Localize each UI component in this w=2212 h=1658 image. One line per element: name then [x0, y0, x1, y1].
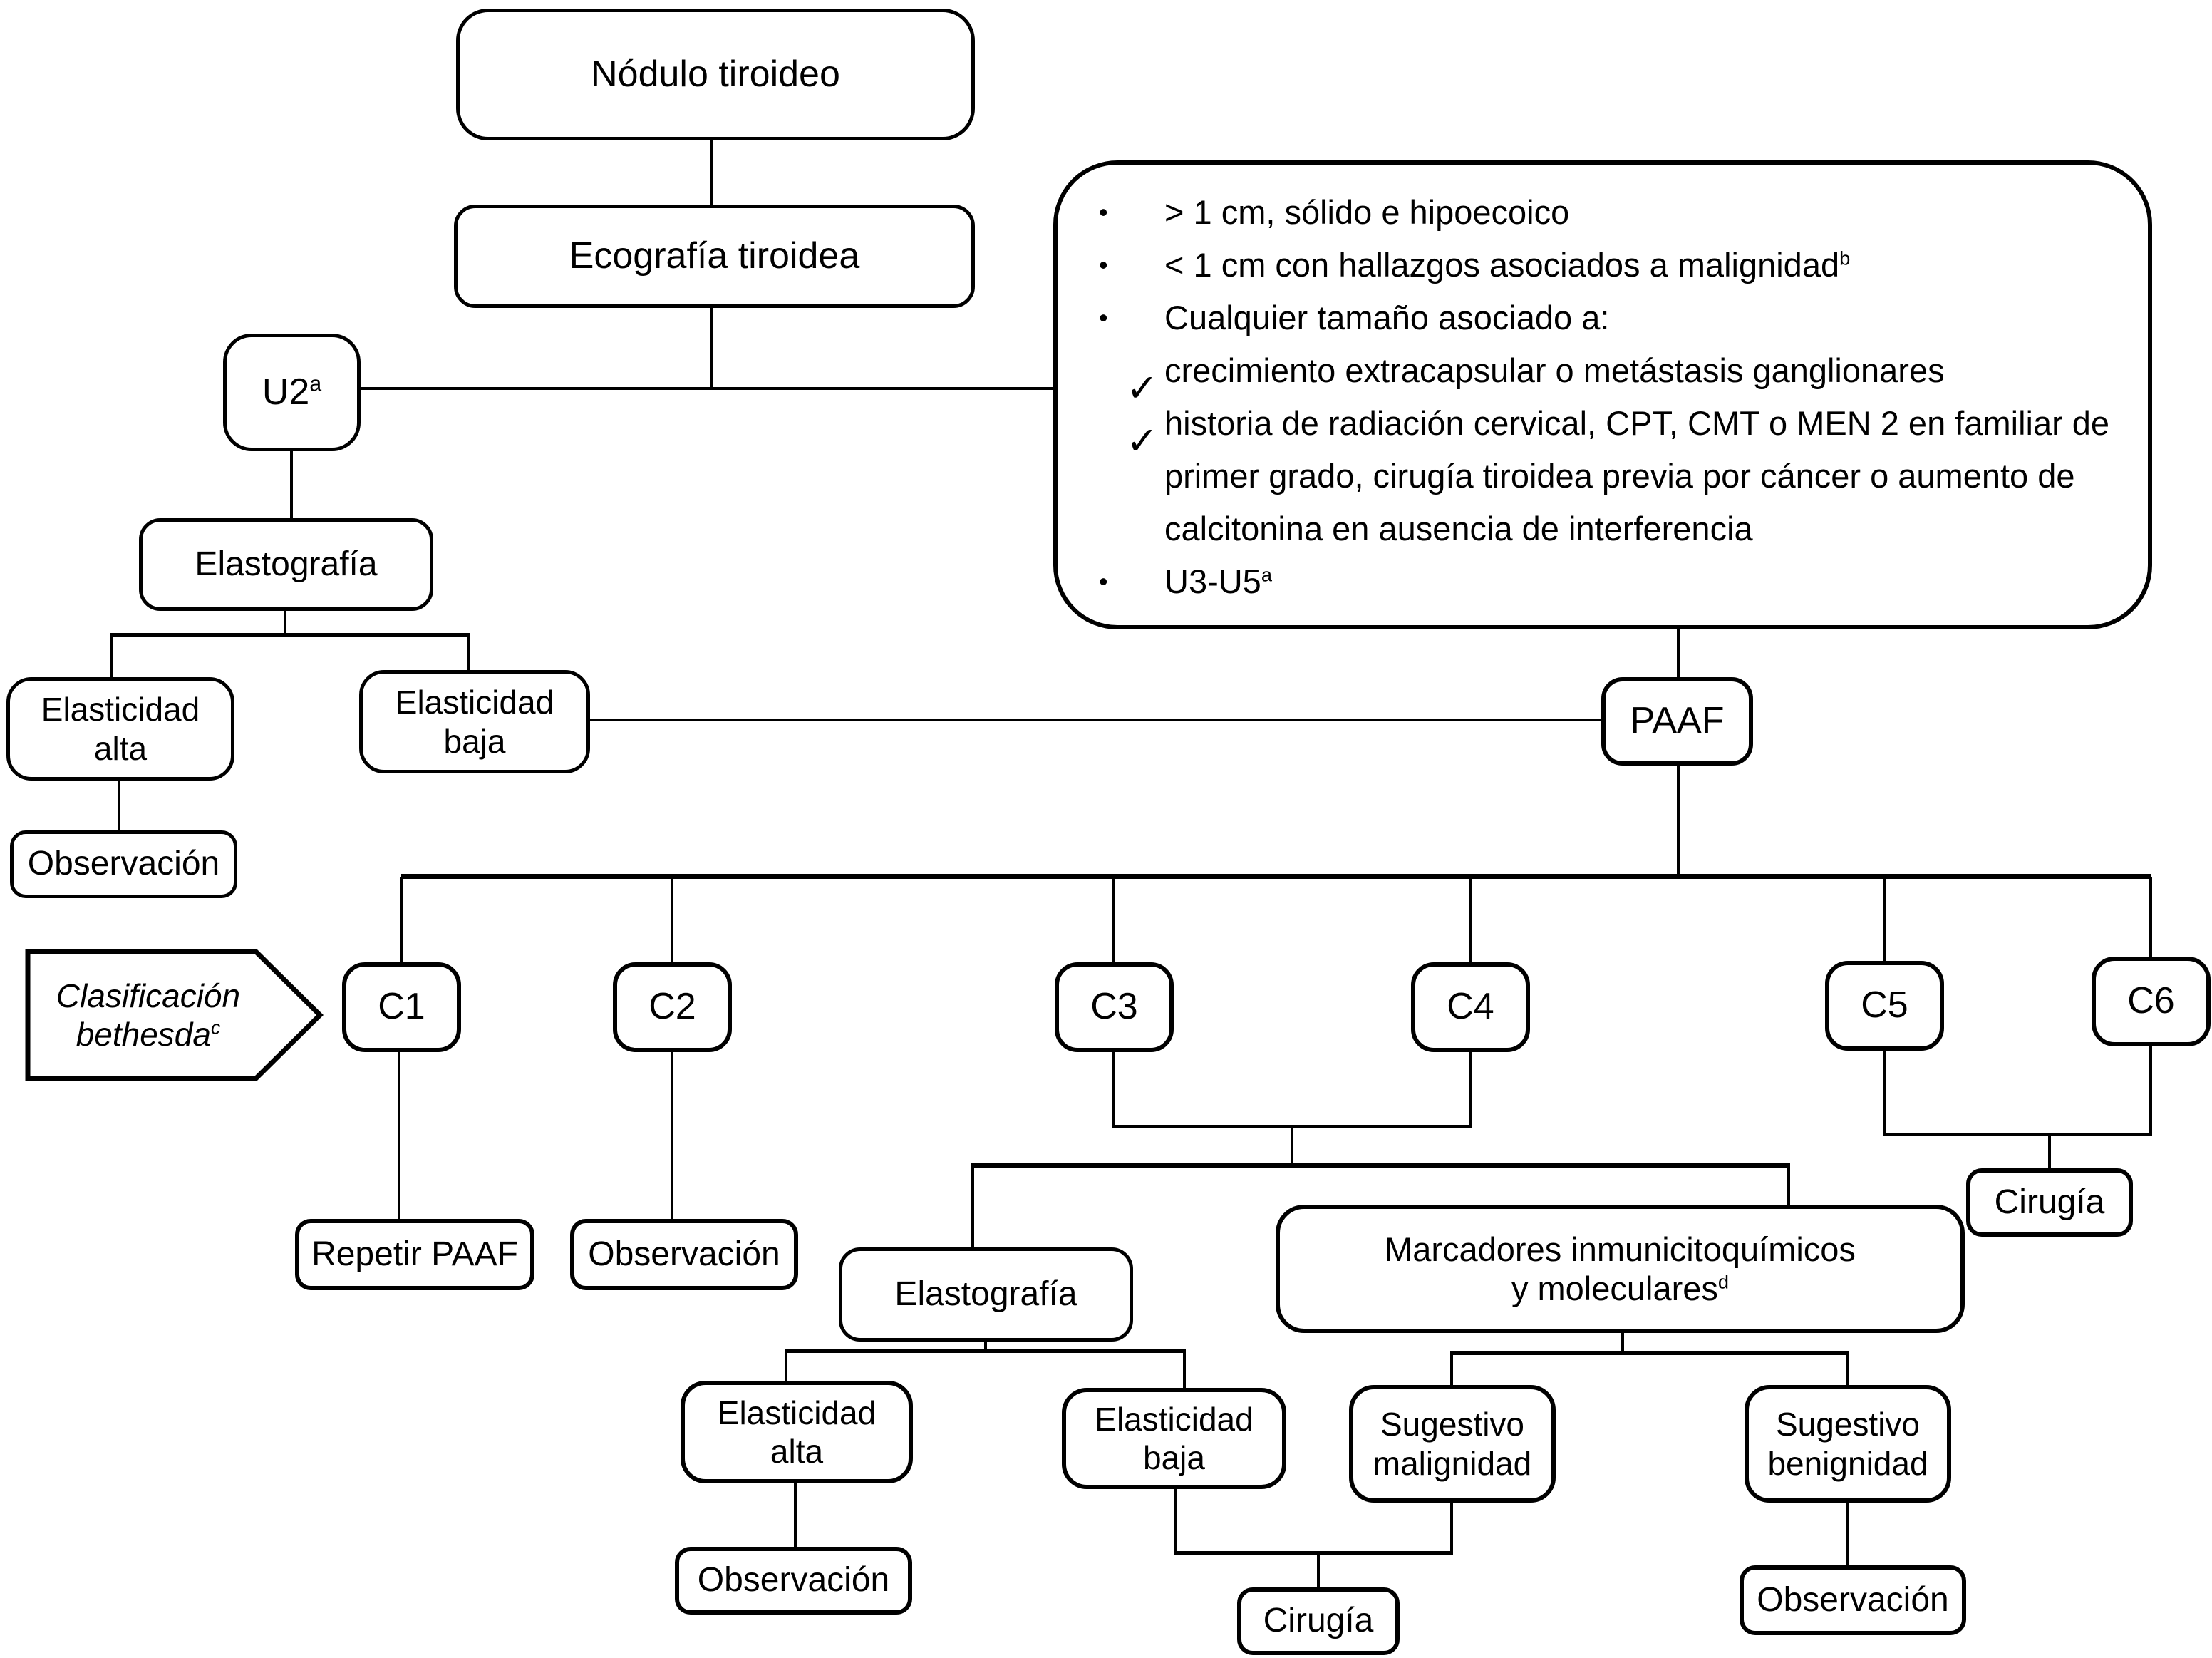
node-label: Ecografía tiroidea	[569, 235, 860, 277]
connector-baja2-down	[1174, 1489, 1177, 1554]
bracket-marcadores-bar	[1452, 1351, 1849, 1355]
connector-alta2-observacion3	[794, 1483, 797, 1547]
split-elasto-marc-bar	[973, 1163, 1790, 1168]
connector-merge56-cirugia1	[2048, 1133, 2051, 1168]
node-observacion-1: Observación	[10, 830, 237, 898]
connector-c3-down	[1112, 1052, 1115, 1128]
node-elastografia-2: Elastografía	[839, 1247, 1133, 1342]
node-ecografia-tiroidea: Ecografía tiroidea	[454, 205, 975, 308]
bullet-icon: •	[1099, 249, 1108, 279]
connector-bracket-benignidad	[1846, 1351, 1849, 1385]
node-c5: C5	[1825, 961, 1944, 1051]
node-marcadores: Marcadores inmunicitoquímicos y molecula…	[1276, 1205, 1965, 1333]
stub-c5	[1883, 877, 1886, 961]
criteria-line-continuation: primer grado, cirugía tiroidea previa po…	[1164, 457, 2075, 495]
connector-benignidad-observacion4	[1846, 1503, 1849, 1565]
connector-elastografia1-stub	[284, 611, 286, 636]
check-icon: ✓	[1126, 367, 1159, 410]
node-label: Nódulo tiroideo	[591, 53, 840, 95]
criteria-box: • > 1 cm, sólido e hipoecoico • < 1 cm c…	[1053, 160, 2152, 629]
connector-malignidad-down	[1450, 1503, 1453, 1554]
node-elasticidad-alta-2: Elasticidad alta	[681, 1381, 913, 1483]
criteria-line-continuation: calcitonina en ausencia de interferencia	[1164, 510, 1753, 548]
node-c1: C1	[342, 962, 461, 1052]
bullet-icon: •	[1099, 566, 1108, 596]
node-elasticidad-baja-1: Elasticidad baja	[359, 670, 590, 773]
node-observacion-3: Observación	[675, 1547, 912, 1615]
connector-c5-down	[1883, 1051, 1886, 1136]
criteria-line: ✓ crecimiento extracapsular o metástasis…	[1058, 344, 2148, 410]
connector-c4-down	[1469, 1052, 1472, 1128]
node-label: U2a	[262, 371, 322, 413]
connector-c6-down	[2149, 1046, 2152, 1136]
criteria-line: • U3-U5a	[1099, 562, 1272, 601]
connector-c1-repetir	[398, 1052, 400, 1219]
node-paaf: PAAF	[1601, 677, 1753, 766]
merge-c5-c6-bar	[1883, 1133, 2152, 1136]
stub-c3	[1112, 877, 1115, 962]
connector-nodulo-ecografia	[710, 140, 713, 205]
connector-merge-cirugia2	[1317, 1551, 1320, 1587]
bethesda-label: Clasificación bethesdac	[56, 977, 241, 1053]
bullet-icon: •	[1099, 197, 1108, 227]
node-c3: C3	[1055, 962, 1174, 1052]
criteria-line: • < 1 cm con hallazgos asociados a malig…	[1099, 246, 1851, 284]
node-observacion-4: Observación	[1740, 1565, 1966, 1635]
check-icon: ✓	[1126, 420, 1159, 463]
criteria-line: ✓ historia de radiación cervical, CPT, C…	[1058, 397, 2148, 463]
connector-bracket-alta2	[785, 1349, 787, 1381]
connector-elastografia2-down	[984, 1342, 987, 1352]
node-elasticidad-alta-1: Elasticidad alta	[6, 677, 234, 781]
node-sugestivo-benignidad: Sugestivo benignidad	[1745, 1385, 1951, 1503]
merge-cirugia2-bar	[1174, 1551, 1453, 1555]
connector-split-marcadores	[1787, 1163, 1790, 1205]
connector-bracket-baja1	[467, 633, 470, 670]
bracket-elastografia1-bar	[112, 633, 470, 637]
connector-alta1-observacion1	[118, 781, 120, 830]
connector-bracket-alta1	[110, 633, 113, 677]
stub-c6	[2149, 877, 2152, 957]
connector-criteria-paaf	[1677, 629, 1680, 677]
stub-c1	[400, 877, 403, 962]
node-cirugia-2: Cirugía	[1237, 1587, 1400, 1655]
stub-c4	[1469, 877, 1472, 962]
criteria-line: • > 1 cm, sólido e hipoecoico	[1099, 193, 1570, 232]
connector-marcadores-down	[1621, 1333, 1624, 1353]
merge-c3-c4-stub	[1291, 1125, 1293, 1167]
node-c4: C4	[1411, 962, 1530, 1052]
connector-bracket-malignidad	[1450, 1351, 1453, 1385]
node-u2: U2a	[223, 334, 361, 451]
node-label: Elastografía	[195, 545, 378, 583]
node-observacion-2: Observación	[570, 1219, 798, 1290]
connector-ecografia-down	[710, 308, 713, 390]
node-elasticidad-baja-2: Elasticidad baja	[1062, 1388, 1286, 1489]
bracket-elastografia2-bar	[786, 1349, 1186, 1353]
connector-baja1-paaf	[590, 719, 1601, 721]
connector-paaf-distribution	[1677, 766, 1680, 877]
node-sugestivo-malignidad: Sugestivo malignidad	[1349, 1385, 1556, 1503]
criteria-line: • Cualquier tamaño asociado a:	[1099, 299, 1610, 337]
bethesda-pentagon-shape	[25, 949, 324, 1081]
node-repetir-paaf: Repetir PAAF	[295, 1219, 534, 1290]
node-elastografia-1: Elastografía	[139, 518, 433, 611]
node-c2: C2	[613, 962, 732, 1052]
node-cirugia-1: Cirugía	[1966, 1168, 2133, 1237]
connector-u2-criteria	[361, 387, 1055, 390]
bullet-icon: •	[1099, 302, 1108, 332]
connector-split-elastografia2	[971, 1163, 974, 1247]
node-nodulo-tiroideo: Nódulo tiroideo	[456, 9, 975, 140]
stub-c2	[671, 877, 673, 962]
connector-c2-observacion2	[671, 1052, 673, 1219]
node-c6: C6	[2092, 957, 2211, 1046]
connector-bracket-baja2	[1183, 1349, 1186, 1388]
distribution-line	[401, 874, 2151, 879]
connector-u2-elastografia	[290, 451, 293, 518]
